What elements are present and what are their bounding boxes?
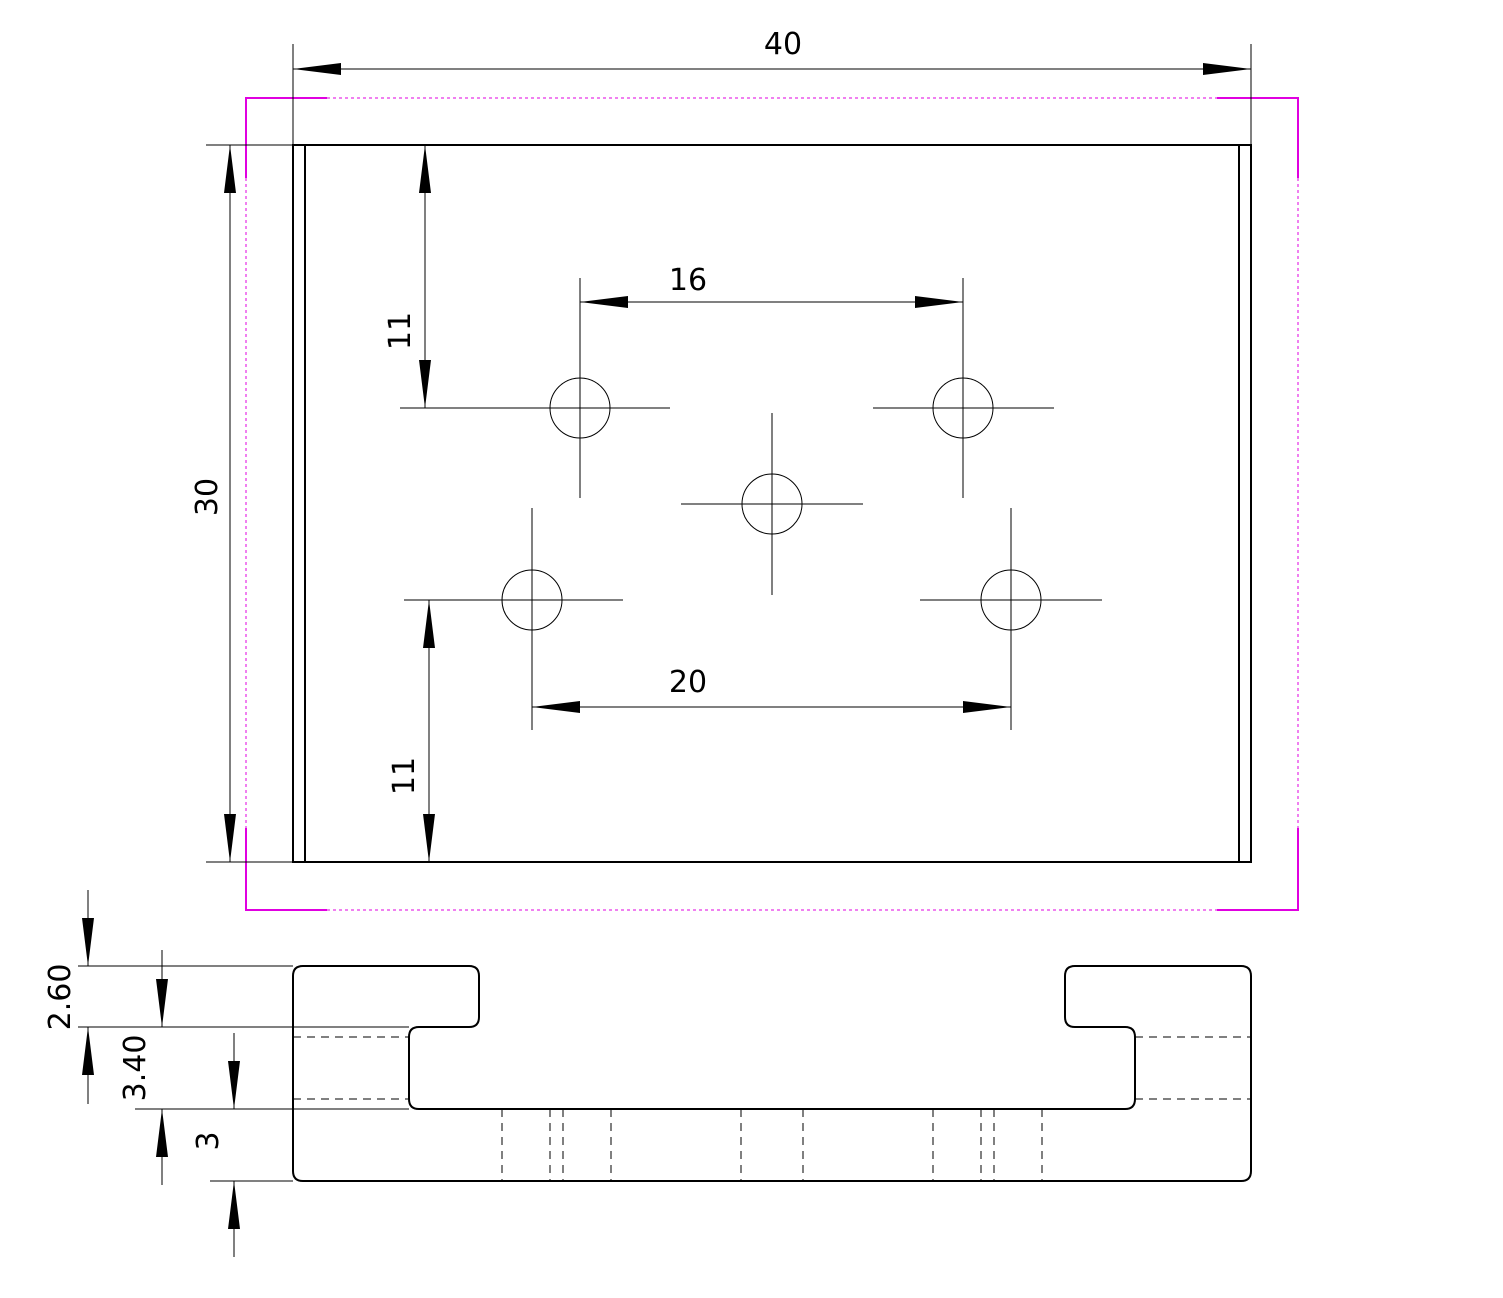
hole-center: [681, 413, 863, 595]
dim-top-hole-offset-label: 11: [383, 312, 418, 350]
hole-top-left: [400, 278, 670, 498]
hole-bottom-left: [404, 508, 623, 730]
dim-top-hole-offset: 11: [383, 145, 431, 408]
front-view-outline: [292, 965, 1252, 1182]
dim-base-thickness: 3: [191, 1033, 293, 1257]
dim-height-total-label: 30: [190, 478, 225, 516]
dim-bottom-hole-spacing: 20: [532, 665, 1011, 713]
dim-slot-height: 3.40: [118, 950, 409, 1185]
dim-lip-thickness: 2.60: [43, 890, 409, 1104]
dim-height-total: 30: [190, 144, 293, 863]
dim-width-total-label: 40: [764, 27, 802, 62]
hole-top-right: [873, 278, 1054, 498]
dim-base-thickness-label: 3: [191, 1131, 226, 1150]
dim-top-hole-spacing-label: 16: [669, 263, 707, 298]
magenta-boundary: [245, 97, 1299, 911]
hole-bottom-right: [920, 508, 1102, 730]
dim-bottom-hole-spacing-label: 20: [669, 665, 707, 700]
dim-bottom-hole-offset: 11: [387, 600, 435, 862]
dim-bottom-hole-offset-label: 11: [387, 757, 422, 795]
dim-slot-height-label: 3.40: [118, 1035, 153, 1102]
dim-width-total: 40: [292, 27, 1252, 145]
top-view: [292, 144, 1252, 863]
dim-lip-thickness-label: 2.60: [43, 964, 78, 1031]
top-view-outline: [292, 144, 1252, 863]
front-view: [292, 965, 1252, 1182]
dim-top-hole-spacing: 16: [580, 263, 963, 308]
